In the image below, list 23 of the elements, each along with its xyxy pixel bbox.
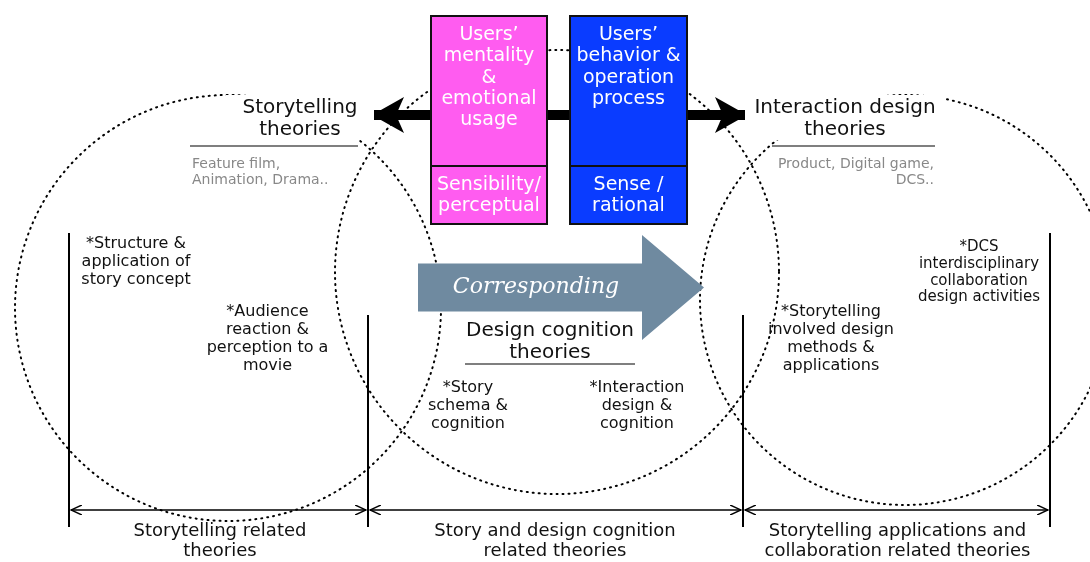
section-heading: Design cognition theories [465, 318, 635, 363]
box-text: Sensibility/ perceptual [436, 173, 542, 216]
category-box [569, 15, 688, 225]
range-label: Storytelling applications and collaboration related theories [763, 520, 1032, 561]
theory-note: *Story schema & cognition [426, 378, 510, 432]
example-text: Product, Digital game, DCS.. [776, 156, 934, 188]
category-box [430, 15, 548, 225]
section-heading: Storytelling theories [226, 95, 374, 140]
theory-note: *DCS interdisciplinary collaboration design activities [916, 238, 1042, 306]
theory-note: *Interaction design & cognition [588, 378, 686, 432]
range-label: Storytelling related theories [132, 520, 308, 561]
arrow-label: Corresponding [451, 273, 621, 299]
arrow [688, 97, 747, 133]
example-text: Feature film, Animation, Drama.. [192, 156, 330, 188]
section-heading: Interaction design theories [745, 95, 945, 140]
theory-note: *Structure & application of story concept [80, 234, 192, 288]
theory-note: *Audience reaction & perception to a movie [205, 302, 330, 374]
box-text: Users’ behavior & operation process [575, 23, 682, 109]
theory-note: *Storytelling involved design methods & applications [768, 302, 894, 374]
box-text: Users’ mentality & emotional usage [440, 23, 538, 130]
connector-line [548, 110, 569, 120]
box-text: Sense / rational [591, 173, 666, 216]
range-label: Story and design cognition related theories [433, 520, 677, 561]
